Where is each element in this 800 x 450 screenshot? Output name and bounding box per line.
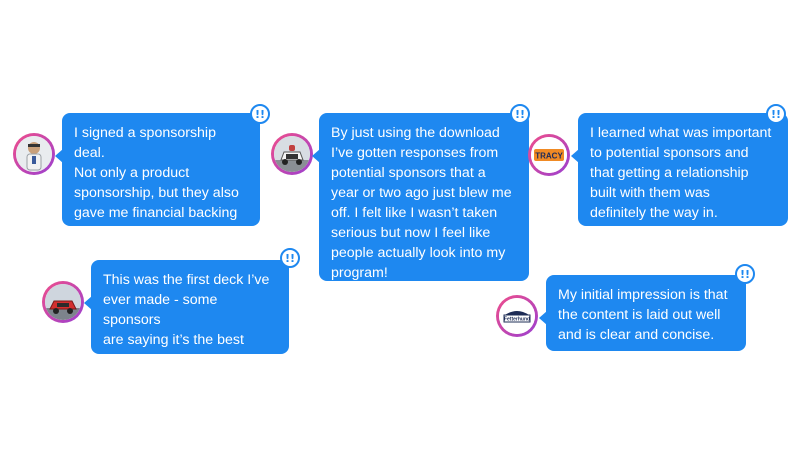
tracy-logo-icon: TRACY [531,137,567,173]
testimonial-bubble: I learned what was important to potentia… [571,113,788,226]
testimonial-bubble: By just using the download I’ve gotten r… [312,113,529,281]
bubble-tail [539,311,547,325]
line: By just using the download [331,125,500,141]
line: that getting a relationship [590,165,749,181]
car-photo-icon [274,136,310,172]
line: potential sponsors that a [331,165,486,181]
line: My initial impression is that [558,287,728,303]
double-exclamation-icon: !! [280,248,300,268]
line: I’ve gotten responses from [331,145,499,161]
line: program! [331,265,388,281]
line: people actually look into my [331,245,506,261]
avatar [42,281,84,323]
double-exclamation-icon: !! [250,104,270,124]
line: are saying it’s the best [103,332,244,348]
line: year or two ago just blew me [331,185,512,201]
testimonial-bubble: I signed a sponsorship deal. Not only a … [55,113,260,241]
line: I signed a sponsorship deal. [74,125,216,161]
testimonial-bubble: This was the first deck I’ve ever made -… [84,260,289,368]
line: gave me financial backing [74,205,238,221]
bubble-tail [55,149,63,163]
line: for registration fee. [74,225,193,241]
avatar [13,133,55,175]
race-car-photo-icon [45,284,81,320]
line: and is clear and concise. [558,327,715,343]
double-exclamation-icon: !! [735,264,755,284]
line: serious but now I feel like [331,225,491,241]
bubble-tail [84,296,92,310]
line: built with them was [590,185,710,201]
avatar: TRACY [528,134,570,176]
line: off. I felt like I wasn’t taken [331,205,498,221]
line: definitely the way in. [590,205,718,221]
line: sponsorship, but they also [74,185,239,201]
line: to potential sponsors and [590,145,749,161]
bubble-tail [312,149,320,163]
line: Not only a product [74,165,190,181]
avatar: Fetterhund [496,295,538,337]
line: they’ve ever seen! [103,352,219,368]
fetterhund-logo-text: Fetterhund [504,317,530,323]
testimonial-bubble: My initial impression is that the conten… [539,275,746,351]
tracy-logo-text: TRACY [535,152,563,161]
double-exclamation-icon: !! [766,104,786,124]
line: ever made - some sponsors [103,292,218,328]
double-exclamation-icon: !! [510,104,530,124]
fetterhund-logo-icon: Fetterhund [499,298,535,334]
line: This was the first deck I’ve [103,272,270,288]
person-photo-icon [16,136,52,172]
avatar [271,133,313,175]
line: the content is laid out well [558,307,721,323]
line: I learned what was important [590,125,772,141]
bubble-tail [571,149,579,163]
